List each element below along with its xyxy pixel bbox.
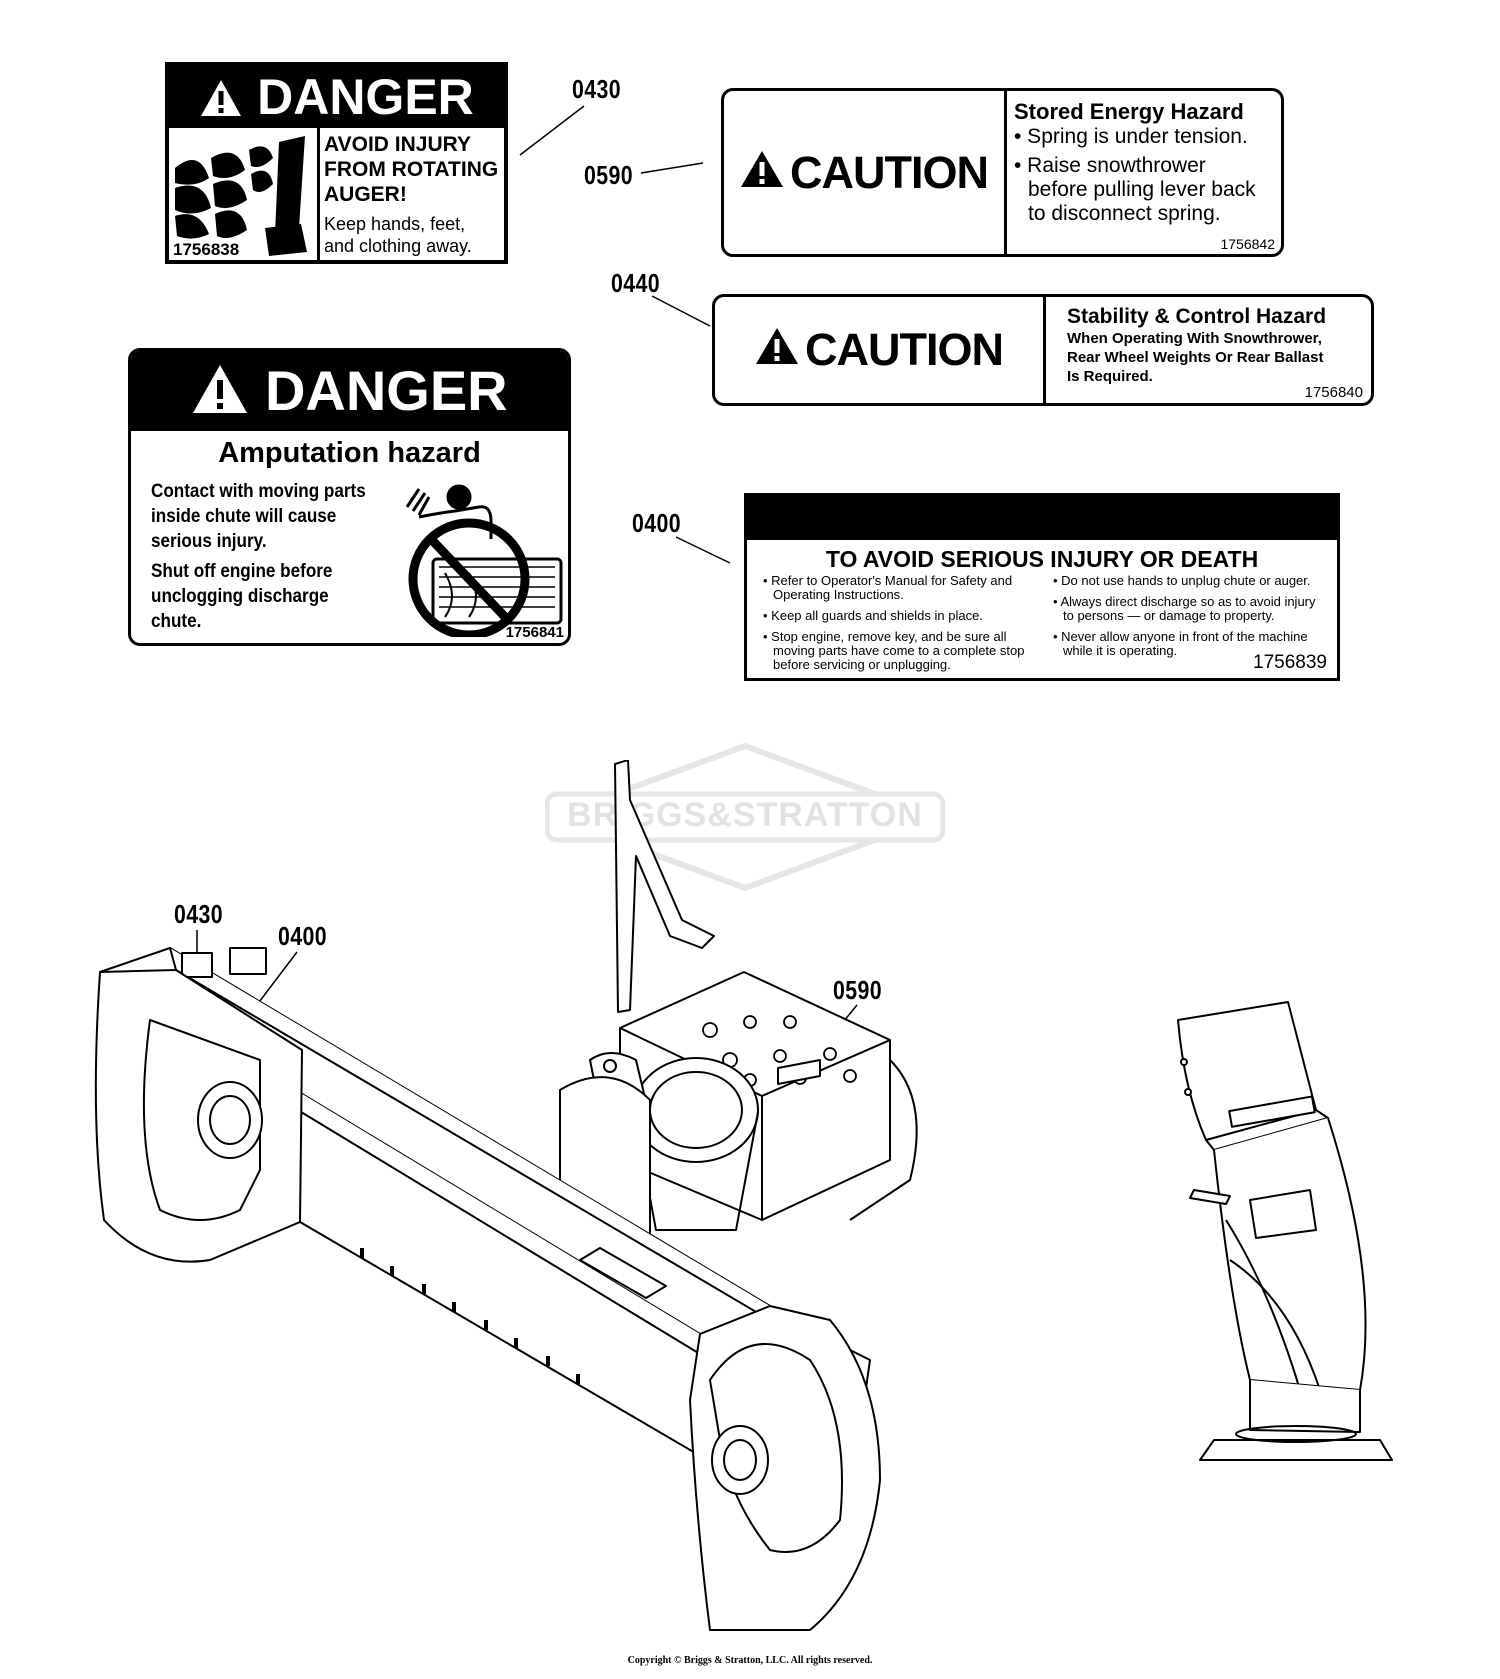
right-end-plate xyxy=(689,1305,881,1631)
warning-triangle-icon xyxy=(199,69,257,125)
stored-energy-item-2: • Raise snowthrower xyxy=(1014,154,1206,177)
stored-energy-item-1: • Spring is under tension. xyxy=(1014,125,1248,148)
leader-0400-top xyxy=(675,536,731,564)
body-line-1: Keep hands, feet, xyxy=(324,214,466,234)
callout-0400-top: 0400 xyxy=(632,508,682,538)
instruction-2: • Keep all guards and shields in place. xyxy=(763,608,983,623)
stability-title: Stability & Control Hazard xyxy=(1067,305,1327,328)
bold-line-3: AUGER! xyxy=(324,183,407,206)
instructions-column-2: • Do not use hands to unplug chute or au… xyxy=(1051,574,1326,665)
caution-header: CAUTION xyxy=(755,324,1004,376)
amputation-hazard-title: Amputation hazard xyxy=(218,437,481,469)
decal-spot-0400 xyxy=(229,947,267,975)
stability-text: Stability & Control Hazard When Operatin… xyxy=(1067,305,1367,386)
callout-0430-bottom: 0430 xyxy=(174,899,224,929)
callout-0590-bottom: 0590 xyxy=(833,975,883,1005)
instructions-column-1: • Refer to Operator's Manual for Safety … xyxy=(761,574,1036,679)
rotating-auger-pictogram-icon xyxy=(169,128,320,264)
stability-line-2: Rear Wheel Weights Or Rear Ballast xyxy=(1067,349,1324,366)
para2-line-2: unclogging discharge chute. xyxy=(151,586,329,632)
callout-0400-bottom: 0400 xyxy=(278,921,328,951)
chute-body xyxy=(1213,1117,1367,1391)
copyright-footer: Copyright © Briggs & Stratton, LLC. All … xyxy=(627,1655,873,1666)
decal-1756840: CAUTION Stability & Control Hazard When … xyxy=(712,294,1374,406)
decal-1756839-black-bar xyxy=(747,496,1337,540)
bold-line-1: AVOID INJURY xyxy=(324,133,472,156)
para2-line-1: Shut off engine before xyxy=(151,561,333,582)
callout-0430-top: 0430 xyxy=(572,74,622,104)
part-number-1756838: 1756838 xyxy=(173,240,240,259)
stored-energy-item-4: to disconnect spring. xyxy=(1028,202,1221,225)
para1-line-1: Contact with moving parts xyxy=(151,481,366,502)
stored-energy-item-3: before pulling lever back xyxy=(1028,178,1256,201)
decal-spot-0430 xyxy=(181,952,213,978)
briggs-stratton-watermark-logo: BRIGGS&STRATTON xyxy=(544,742,946,892)
warning-triangle-icon xyxy=(191,359,265,422)
part-number-1756842: 1756842 xyxy=(1220,236,1275,252)
decal-1756839: TO AVOID SERIOUS INJURY OR DEATH • Refer… xyxy=(744,493,1340,681)
chute-base-flange xyxy=(1199,1439,1393,1461)
danger-header-text: DANGER xyxy=(257,69,474,125)
caution-panel: CAUTION xyxy=(724,91,1007,254)
danger-header: DANGER xyxy=(131,351,568,431)
stability-line-1: When Operating With Snowthrower, xyxy=(1067,330,1322,347)
stability-line-3: Is Required. xyxy=(1067,368,1153,385)
body-line-2: and clothing away. xyxy=(324,236,472,256)
stored-energy-text: Stored Energy Hazard • Spring is under t… xyxy=(1014,99,1282,226)
instruction-3: • Stop engine, remove key, and be sure a… xyxy=(763,629,1025,672)
leader-0430-top xyxy=(519,105,585,156)
decal-1756838: DANGER 1756838 AVOID INJURY FROM ROTATIN… xyxy=(165,62,508,264)
instruction-6: • Never allow anyone in front of the mac… xyxy=(1053,629,1308,658)
decal-1756842: CAUTION Stored Energy Hazard • Spring is… xyxy=(721,88,1284,257)
avoid-injury-title: TO AVOID SERIOUS INJURY OR DEATH xyxy=(825,546,1259,572)
decal-1756841: DANGER Amputation hazard Contact with mo… xyxy=(128,348,571,646)
body-lines: Keep hands, feet, and clothing away. xyxy=(324,213,509,257)
danger-header: DANGER xyxy=(169,66,504,128)
caution-header-text: CAUTION xyxy=(805,324,1004,375)
para1-line-3: serious injury. xyxy=(151,531,267,552)
leader-0590-top xyxy=(640,162,704,174)
amputation-para-2: Shut off engine before unclogging discha… xyxy=(151,559,376,634)
callout-0590-top: 0590 xyxy=(584,160,634,190)
bold-line-2: FROM ROTATING xyxy=(324,158,499,181)
decal-spot-0590 xyxy=(777,1059,821,1085)
instruction-4: • Do not use hands to unplug chute or au… xyxy=(1053,573,1311,588)
mounting-arm xyxy=(614,760,715,1013)
stored-energy-title: Stored Energy Hazard xyxy=(1014,99,1244,124)
callout-0440-top: 0440 xyxy=(611,268,661,298)
decal-spot-0440 xyxy=(579,1247,667,1299)
no-hands-in-chute-prohibition-icon xyxy=(399,477,568,640)
part-number-1756841: 1756841 xyxy=(505,624,564,641)
snowthrower-housing-drawing xyxy=(94,760,918,1631)
part-number-1756839: 1756839 xyxy=(1253,652,1327,673)
instruction-1: • Refer to Operator's Manual for Safety … xyxy=(763,573,1013,602)
para1-line-2: inside chute will cause xyxy=(151,506,337,527)
danger-header-text: DANGER xyxy=(264,359,508,422)
discharge-chute-drawing xyxy=(1177,1001,1393,1461)
leader-0440-top xyxy=(651,295,711,327)
warning-triangle-icon xyxy=(755,324,799,376)
caution-panel: CAUTION xyxy=(715,297,1046,403)
amputation-para-1: Contact with moving parts inside chute w… xyxy=(151,479,376,554)
caution-header: CAUTION xyxy=(740,146,989,199)
part-number-1756840: 1756840 xyxy=(1304,384,1363,401)
instruction-5: • Always direct discharge so as to avoid… xyxy=(1053,594,1316,623)
decal-1756838-text: AVOID INJURY FROM ROTATING AUGER! Keep h… xyxy=(324,132,509,257)
caution-header-text: CAUTION xyxy=(790,146,989,198)
warning-triangle-icon xyxy=(740,147,784,199)
